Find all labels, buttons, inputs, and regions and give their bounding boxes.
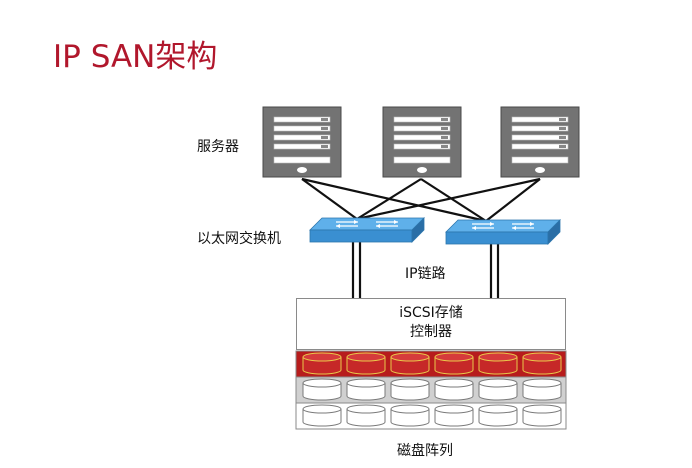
disk-cylinder-icon xyxy=(390,352,430,375)
disk-array-label: 磁盘阵列 xyxy=(397,443,453,459)
disk-cylinder-icon xyxy=(346,352,386,375)
disk-array xyxy=(295,350,567,430)
disk-cylinder-icon xyxy=(302,378,342,401)
ip-links xyxy=(351,240,500,298)
page-title: IP SAN架构 xyxy=(53,39,218,75)
server-switch-links xyxy=(301,177,541,223)
link xyxy=(420,178,487,222)
server-icon xyxy=(382,106,462,178)
disk-row xyxy=(295,402,567,430)
disk-cylinder-icon xyxy=(346,404,386,427)
disk-cylinder-icon xyxy=(346,378,386,401)
link xyxy=(301,178,358,220)
disk-cylinder-icon xyxy=(390,378,430,401)
disk-cylinder-icon xyxy=(390,404,430,427)
controller-label-line2: 控制器 xyxy=(410,324,452,340)
ip-links-label: IP链路 xyxy=(405,266,446,282)
disk-cylinder-icon xyxy=(302,352,342,375)
disk-cylinder-icon xyxy=(434,404,474,427)
iscsi-storage-controller: iSCSI存储 控制器 xyxy=(296,298,566,350)
disk-cylinder-icon xyxy=(302,404,342,427)
disk-cylinder-icon xyxy=(522,352,562,375)
servers-label: 服务器 xyxy=(197,139,239,155)
link xyxy=(356,178,422,220)
link xyxy=(356,177,541,221)
network-switch-icon xyxy=(445,219,561,245)
switches xyxy=(309,217,561,245)
disk-cylinder-icon xyxy=(478,378,518,401)
disk-cylinder-icon xyxy=(434,352,474,375)
disk-row xyxy=(295,350,567,378)
link xyxy=(485,178,541,222)
disk-cylinder-icon xyxy=(434,378,474,401)
network-switch-icon xyxy=(309,217,425,243)
disk-cylinder-icon xyxy=(522,378,562,401)
controller-label-line1: iSCSI存储 xyxy=(399,305,463,321)
servers xyxy=(262,106,580,178)
link xyxy=(301,177,487,223)
controller-label: iSCSI存储 控制器 xyxy=(297,304,565,342)
switches-label: 以太网交换机 xyxy=(197,231,281,247)
disk-cylinder-icon xyxy=(478,404,518,427)
disk-row xyxy=(295,376,567,404)
server-icon xyxy=(262,106,342,178)
disk-cylinder-icon xyxy=(478,352,518,375)
server-icon xyxy=(500,106,580,178)
disk-cylinder-icon xyxy=(522,404,562,427)
